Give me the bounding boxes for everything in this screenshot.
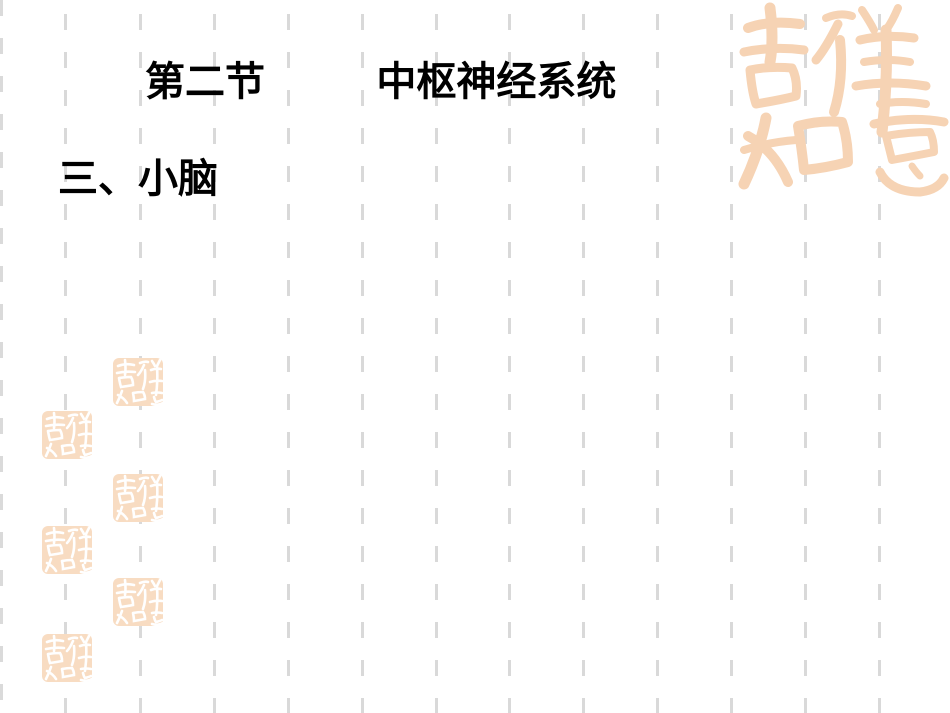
dashed-line bbox=[508, 14, 511, 713]
slide-title: 第二节 中枢神经系统 bbox=[145, 59, 617, 105]
seal-stamp-icon bbox=[42, 411, 93, 460]
seal-watermark-icon bbox=[738, 2, 949, 197]
dashed-line bbox=[730, 14, 733, 713]
dashed-line bbox=[582, 14, 585, 713]
seal-stamp-icon bbox=[113, 578, 164, 627]
seal-stamp-icon bbox=[113, 358, 164, 407]
dashed-line bbox=[435, 14, 438, 713]
dashed-line bbox=[804, 14, 807, 713]
dashed-line bbox=[64, 14, 67, 713]
dashed-line bbox=[213, 14, 216, 713]
dashed-line bbox=[287, 14, 290, 713]
section-heading: 三、小脑 bbox=[58, 156, 218, 202]
seal-stamp-icon bbox=[113, 474, 164, 523]
dashed-line bbox=[656, 14, 659, 713]
dashed-line bbox=[878, 14, 881, 713]
seal-stamp-icon bbox=[42, 634, 93, 683]
dashed-line bbox=[361, 14, 364, 713]
seal-stamp-icon bbox=[42, 526, 93, 575]
